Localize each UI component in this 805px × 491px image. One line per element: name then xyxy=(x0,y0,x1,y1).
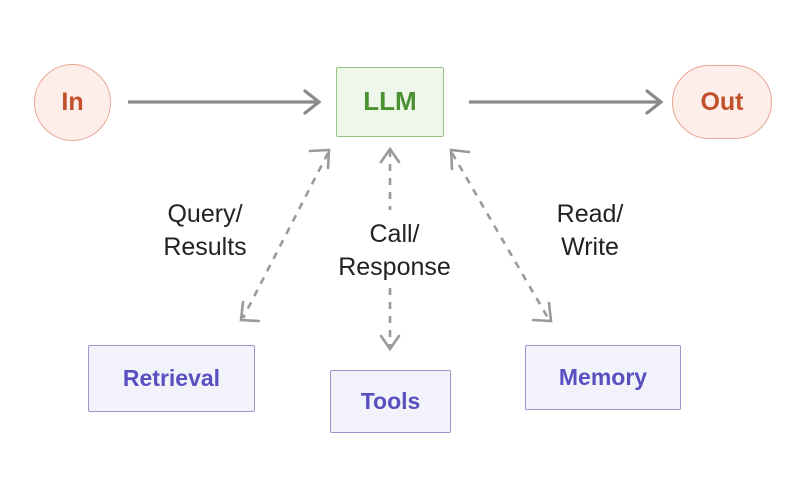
node-in-label: In xyxy=(61,88,84,117)
node-retrieval[interactable]: Retrieval xyxy=(88,345,255,412)
node-tools[interactable]: Tools xyxy=(330,370,451,433)
node-retrieval-label: Retrieval xyxy=(122,365,221,392)
edge-llm-memory xyxy=(449,148,553,323)
node-llm[interactable]: LLM xyxy=(336,67,444,137)
node-memory-label: Memory xyxy=(558,364,648,391)
edge-label-query-results: Query/ Results xyxy=(163,200,247,261)
edge-llm-retrieval xyxy=(239,148,331,323)
node-llm-label: LLM xyxy=(363,86,417,117)
edge-label-read-write: Read/ Write xyxy=(556,200,624,261)
edge-in-to-llm xyxy=(128,89,322,115)
node-out[interactable]: Out xyxy=(672,65,772,139)
edge-llm-tools xyxy=(379,146,401,352)
node-in[interactable]: In xyxy=(34,64,111,141)
node-tools-label: Tools xyxy=(360,388,421,415)
edge-llm-to-out xyxy=(469,89,664,115)
edge-label-call-response: Call/ Response xyxy=(338,220,451,281)
node-out-label: Out xyxy=(700,87,744,116)
node-memory[interactable]: Memory xyxy=(525,345,681,410)
